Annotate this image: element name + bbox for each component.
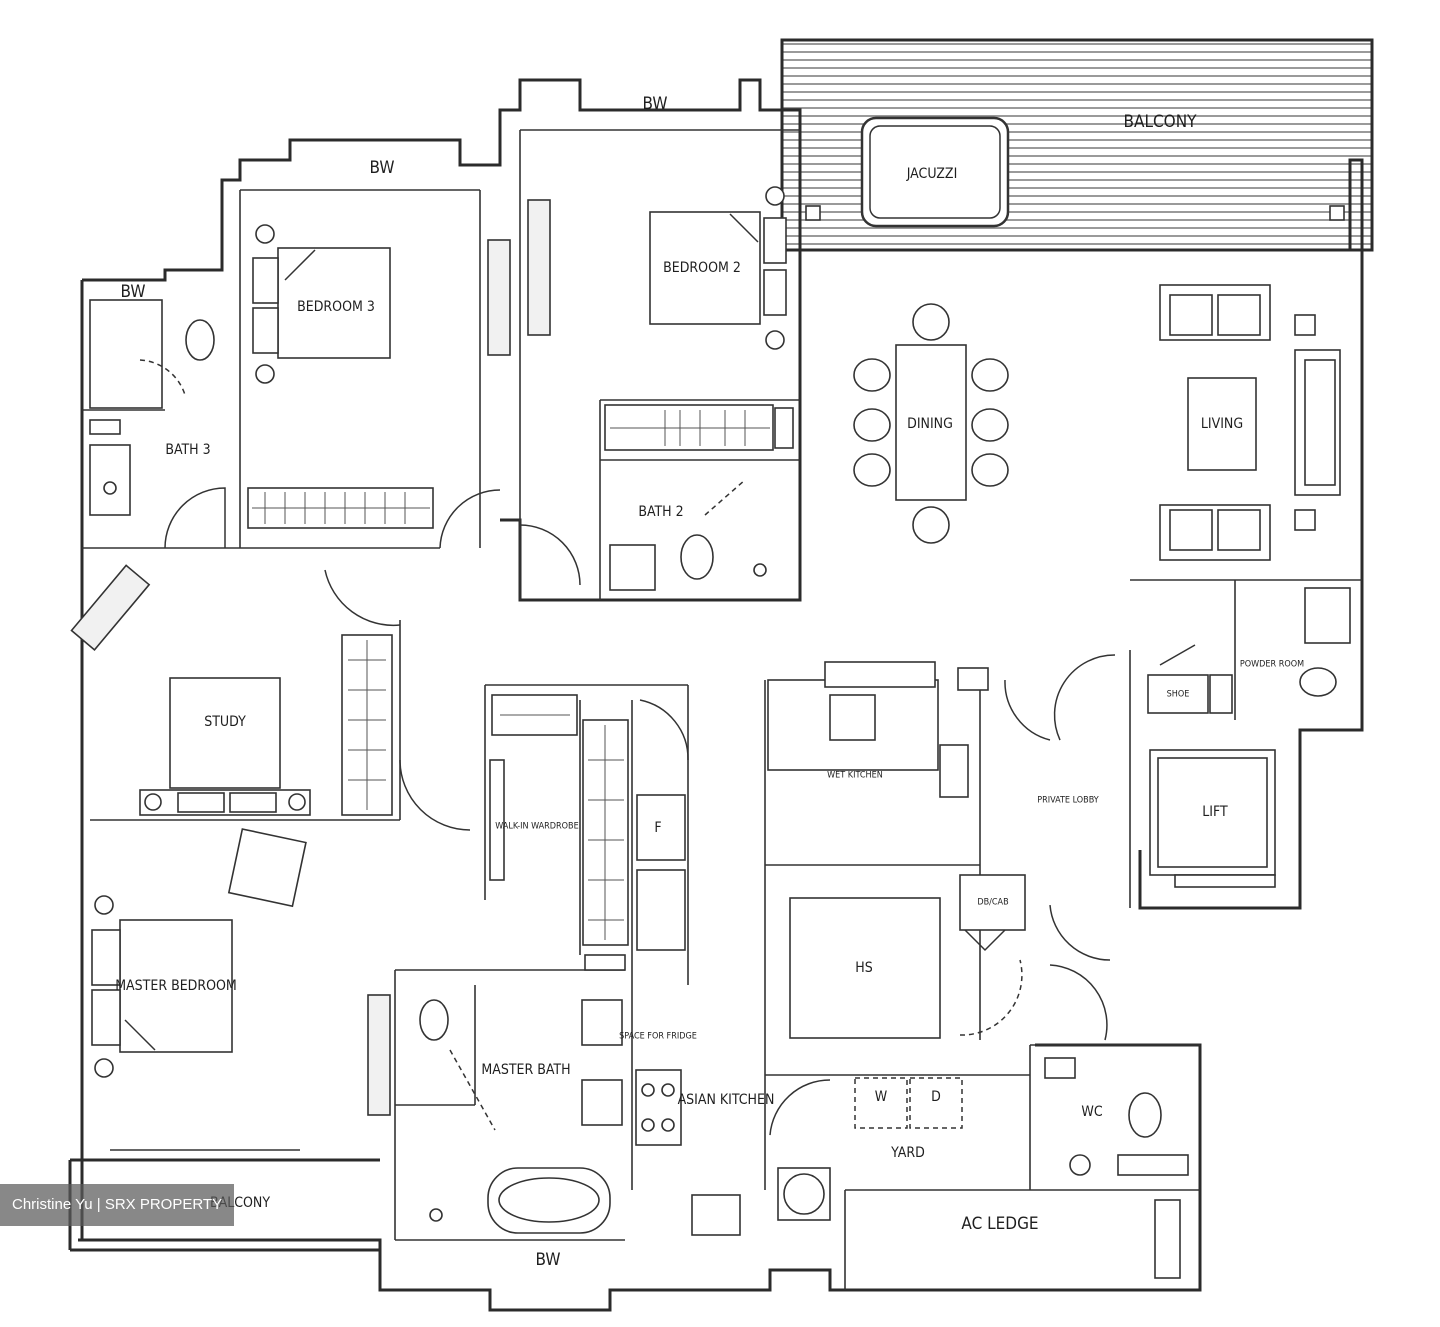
label-bath2: BATH 2 bbox=[638, 504, 683, 520]
wc-fixtures bbox=[1044, 1057, 1189, 1176]
label-jacuzzi: JACUZZI bbox=[906, 166, 958, 182]
label-bw-bedroom3: BW bbox=[369, 158, 394, 178]
label-master-bath: MASTER BATH bbox=[481, 1062, 570, 1078]
label-yard: YARD bbox=[890, 1145, 925, 1161]
label-bw-bath3: BW bbox=[120, 282, 145, 302]
interior-walls bbox=[82, 129, 1362, 1290]
label-wc: WC bbox=[1081, 1104, 1102, 1120]
label-bath3: BATH 3 bbox=[165, 442, 210, 458]
bedroom3-furniture bbox=[247, 224, 511, 529]
yard-fixtures bbox=[777, 1077, 963, 1221]
label-master-bedroom: MASTER BEDROOM bbox=[115, 978, 237, 994]
label-fridge: F bbox=[654, 820, 661, 836]
master-bedroom-furniture bbox=[91, 828, 391, 1151]
label-balcony-top: BALCONY bbox=[1124, 112, 1198, 132]
ac-ledge-detail bbox=[1154, 1199, 1181, 1279]
bedroom2-furniture bbox=[527, 186, 794, 591]
label-study: STUDY bbox=[204, 714, 246, 730]
label-powder-room: POWDER ROOM bbox=[1240, 660, 1304, 670]
label-bw-master-bath: BW bbox=[535, 1250, 560, 1270]
dining-set bbox=[853, 303, 1009, 544]
label-bw-bedroom2: BW bbox=[642, 94, 667, 114]
label-ac-ledge: AC LEDGE bbox=[961, 1214, 1038, 1234]
household-shelter bbox=[789, 874, 1026, 1039]
living-set bbox=[1159, 284, 1341, 561]
label-hs: HS bbox=[855, 960, 872, 976]
label-wet-kitchen: WET KITCHEN bbox=[827, 771, 883, 781]
master-bath-fixtures bbox=[419, 999, 623, 1234]
label-bedroom3: BEDROOM 3 bbox=[297, 299, 375, 315]
outer-walls bbox=[68, 78, 1364, 1312]
label-bedroom2: BEDROOM 2 bbox=[663, 260, 741, 276]
door-swings bbox=[164, 487, 1116, 1136]
label-db-cab: DB/CAB bbox=[977, 898, 1008, 908]
label-store: SHOE bbox=[1167, 690, 1190, 700]
label-dryer: D bbox=[931, 1089, 941, 1105]
label-fridge-space: SPACE FOR FRIDGE bbox=[619, 1032, 697, 1042]
label-washer: W bbox=[875, 1089, 888, 1105]
walk-in-wardrobe-fittings bbox=[489, 694, 629, 946]
bath3-fixtures bbox=[89, 299, 215, 516]
wet-kitchen-fittings bbox=[767, 661, 989, 798]
kitchen-cabinets bbox=[584, 794, 741, 1236]
balcony-top-area bbox=[780, 38, 1374, 252]
agent-watermark: Christine Yu | SRX PROPERTY bbox=[0, 1184, 235, 1226]
label-private-lobby: PRIVATE LOBBY bbox=[1037, 796, 1099, 806]
label-dining: DINING bbox=[907, 416, 953, 432]
room-labels: BALCONY JACUZZI BW BW BW BW BEDROOM 2 BE… bbox=[115, 94, 1304, 1270]
powder-store-fixtures bbox=[1147, 587, 1351, 714]
label-lift: LIFT bbox=[1202, 804, 1228, 820]
lift-car bbox=[1149, 749, 1276, 888]
label-walk-in-wardrobe: WALK-IN WARDROBE bbox=[495, 822, 578, 832]
label-asian-kitchen: ASIAN KITCHEN bbox=[678, 1092, 775, 1108]
study-furniture bbox=[70, 564, 393, 816]
label-living: LIVING bbox=[1201, 416, 1243, 432]
